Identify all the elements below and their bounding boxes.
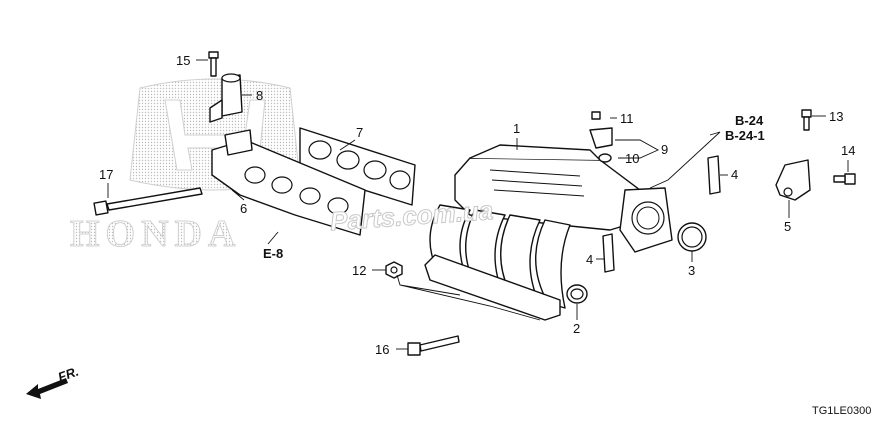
diagram-code: TG1LE0300	[812, 405, 871, 417]
intake-manifold-part-1	[424, 144, 673, 321]
callout-9: 9	[661, 142, 668, 157]
o-ring-part-10	[598, 153, 612, 163]
bolt-part-13	[801, 109, 812, 131]
leader-lines	[107, 59, 849, 350]
front-direction-arrow-icon	[26, 378, 68, 399]
brand-watermark-text: HONDA	[70, 213, 241, 255]
callout-13: 13	[829, 109, 843, 124]
ref-b24-1: B-24-1	[725, 128, 765, 143]
callout-8: 8	[256, 88, 263, 103]
callout-16: 16	[375, 342, 389, 357]
bolt-part-11	[591, 111, 601, 120]
callout-4-upper: 4	[731, 167, 738, 182]
ref-b24: B-24	[735, 113, 764, 128]
nut-part-12	[385, 261, 403, 279]
callout-12: 12	[352, 263, 366, 278]
sensor-part-9	[589, 127, 613, 149]
bolt-part-15	[208, 51, 219, 77]
bolt-part-16	[407, 335, 460, 356]
clip-part-4-upper	[707, 155, 721, 195]
callout-14: 14	[841, 143, 855, 158]
callout-4-lower: 4	[586, 252, 593, 267]
manifold-flange-part-6	[211, 129, 366, 236]
gasket-part-2	[566, 284, 588, 304]
bracket-part-5	[775, 159, 811, 201]
callout-11: 11	[620, 111, 634, 126]
callout-7: 7	[356, 125, 363, 140]
manifold-gasket-part-7	[299, 127, 416, 206]
callout-5: 5	[784, 219, 791, 234]
front-direction-label: FR.	[56, 364, 81, 385]
callout-2: 2	[573, 321, 580, 336]
callout-17: 17	[99, 167, 113, 182]
callout-15: 15	[176, 53, 190, 68]
bolt-part-14	[833, 173, 856, 185]
bracket-part-8	[209, 73, 243, 123]
ref-e8: E-8	[263, 246, 283, 261]
clip-part-4-lower	[602, 233, 615, 273]
callout-10: 10	[625, 151, 639, 166]
callout-6: 6	[240, 201, 247, 216]
bolt-part-17	[93, 187, 203, 216]
gasket-part-3	[677, 222, 707, 252]
callout-1: 1	[513, 121, 520, 136]
callout-3: 3	[688, 263, 695, 278]
honda-logo-watermark: HONDA	[70, 78, 301, 256]
